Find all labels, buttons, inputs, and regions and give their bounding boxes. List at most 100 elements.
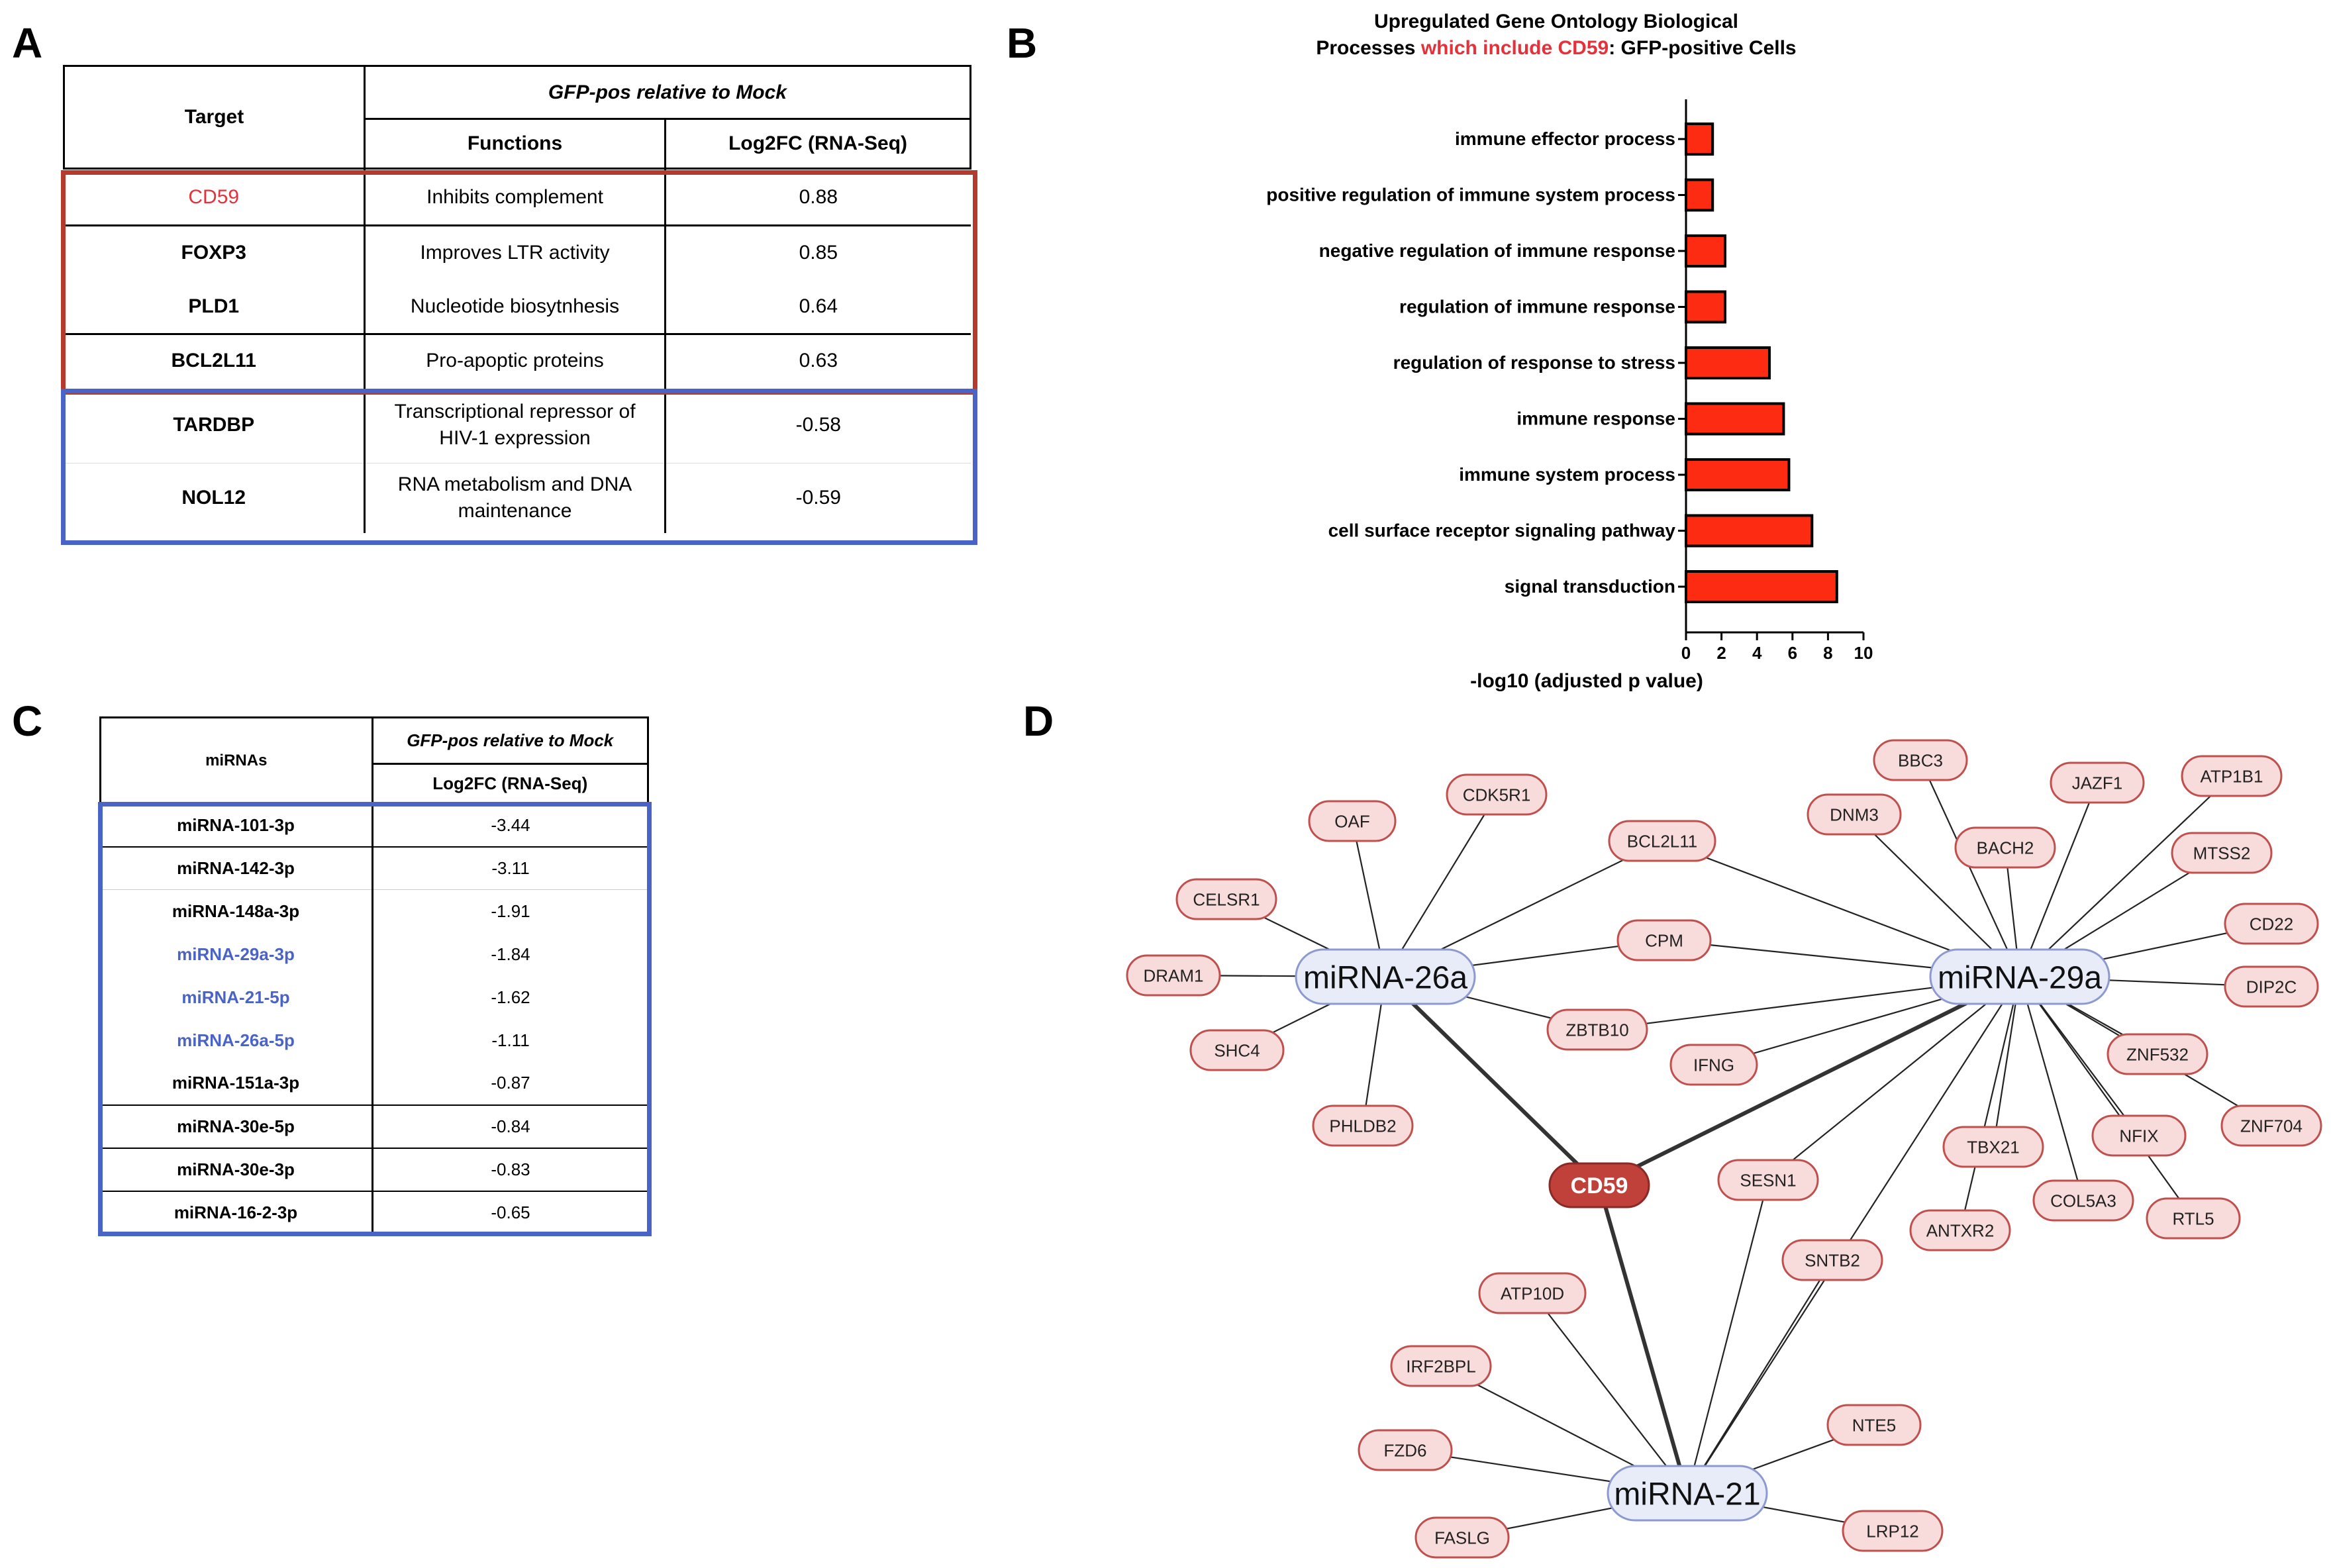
target-node-label: SESN1	[1740, 1170, 1796, 1190]
bar	[1685, 402, 1785, 436]
target-node: CPM	[1616, 919, 1712, 961]
target-node-label: OAF	[1334, 811, 1369, 831]
log2fc-cell: 0.63	[799, 350, 838, 372]
target-node: CDK5R1	[1446, 773, 1548, 816]
table-row: FOXP3 Improves LTR activity 0.85	[64, 225, 971, 280]
header-functions: Functions	[363, 118, 667, 170]
bar	[1685, 234, 1726, 268]
target-node-label: MTSS2	[2193, 843, 2251, 863]
network-edge	[1532, 1293, 1688, 1494]
log2fc-cell: -1.11	[491, 1030, 530, 1050]
downregulated-box	[61, 389, 977, 545]
log2fc-cell: 0.85	[799, 242, 838, 264]
header-group: GFP-pos relative to Mock	[371, 716, 649, 765]
target-node: SNTB2	[1781, 1239, 1883, 1281]
header-log2fc: Log2FC (RNA-Seq)	[664, 118, 971, 170]
target-node-label: DRAM1	[1143, 965, 1203, 985]
bar	[1685, 346, 1771, 379]
function-line: RNA metabolism and DNA	[397, 473, 632, 496]
target-node-label: SNTB2	[1805, 1250, 1860, 1270]
target-node-shape	[2171, 832, 2273, 874]
target-node: FZD6	[1358, 1429, 1453, 1471]
mirna-target-network: OAFCDK5R1CELSR1DRAM1SHC4PHLDB2BCL2L11CPM…	[1126, 739, 2322, 1559]
table-row: miRNA-30e-5p-0.84	[100, 1104, 648, 1148]
title-part: : GFP-positive Cells	[1609, 37, 1796, 59]
target-node: ZNF532	[2107, 1033, 2208, 1075]
target-node: NFIX	[2091, 1114, 2187, 1157]
mirna-name-cell: miRNA-29a-3p	[100, 932, 373, 976]
target-node: DRAM1	[1126, 954, 1221, 997]
target-node-label: CELSR1	[1193, 889, 1260, 909]
target-node-label: IRF2BPL	[1406, 1356, 1476, 1376]
target-node-label: SHC4	[1214, 1040, 1260, 1060]
network-edge	[2019, 976, 2194, 1219]
mirna-box	[98, 802, 652, 1236]
target-node: BBC3	[1873, 739, 1968, 781]
target-node-label: COL5A3	[2050, 1191, 2116, 1210]
network-edge	[1687, 976, 2020, 1494]
target-node-shape	[1608, 820, 1716, 862]
bar	[1685, 458, 1791, 491]
header-mirnas: miRNAs	[99, 716, 373, 805]
table-row: BCL2L11 Pro-apoptic proteins 0.63	[64, 334, 971, 387]
target-node-shape	[2181, 755, 2283, 797]
target-node-shape	[1717, 1159, 1819, 1201]
function-cell: Improves LTR activity	[364, 225, 667, 280]
target-node-shape	[1781, 1239, 1883, 1281]
title-part: Processes	[1316, 37, 1420, 59]
log2fc-cell: -3.11	[491, 858, 530, 878]
target-node-shape	[1175, 878, 1277, 920]
target-node: IRF2BPL	[1390, 1345, 1492, 1387]
category-label: regulation of response to stress	[1393, 352, 1675, 373]
target-cell: NOL12	[64, 463, 366, 533]
header-target: Target	[63, 65, 366, 170]
target-node-label: NFIX	[2119, 1126, 2158, 1146]
table-row: miRNA-101-3p-3.44	[100, 803, 648, 847]
mirna-name-cell: miRNA-30e-5p	[100, 1104, 373, 1148]
target-node-label: DNM3	[1830, 805, 1879, 824]
target-node: ZNF704	[2220, 1104, 2322, 1147]
table-row: PLD1 Nucleotide biosytnhesis 0.64	[64, 279, 971, 334]
bar	[1685, 570, 1838, 603]
function-line: Transcriptional repressor of	[394, 400, 636, 422]
center-node-shape	[1548, 1162, 1650, 1208]
target-node: MTSS2	[2171, 832, 2273, 874]
target-node-label: BCL2L11	[1627, 831, 1698, 851]
panel-label-c: C	[12, 697, 43, 745]
header-log2fc: Log2FC (RNA-Seq)	[371, 763, 649, 805]
target-node-label: BACH2	[1977, 838, 2034, 858]
x-tick-label: 0	[1681, 643, 1691, 663]
panel-label-b: B	[1007, 19, 1038, 67]
table-row: CD59 Inhibits complement 0.88	[64, 168, 971, 226]
target-node-label: ATP1B1	[2201, 766, 2263, 786]
hub-node: miRNA-26a	[1295, 948, 1476, 1005]
network-edge	[1687, 1259, 1833, 1494]
bar	[1685, 290, 1726, 324]
log2fc-cell: 0.88	[799, 185, 838, 208]
table-row: miRNA-21-5p-1.62	[100, 975, 648, 1019]
target-node: IFNG	[1669, 1044, 1758, 1086]
network-nodes: OAFCDK5R1CELSR1DRAM1SHC4PHLDB2BCL2L11CPM…	[1126, 739, 2322, 1559]
target-node: FASLG	[1414, 1516, 1510, 1559]
target-node-shape	[1308, 800, 1397, 842]
log2fc-cell: -1.91	[491, 901, 530, 921]
target-node: TBX21	[1942, 1126, 2044, 1168]
function-cell: Nucleotide biosytnhesis	[364, 279, 667, 334]
target-node: OAF	[1308, 800, 1397, 842]
target-node: ATP10D	[1478, 1272, 1587, 1314]
target-node-shape	[1842, 1510, 1944, 1552]
table-row: miRNA-142-3p-3.11	[100, 846, 648, 890]
target-node-shape	[2146, 1197, 2241, 1240]
target-node-shape	[1446, 773, 1548, 816]
target-node-shape	[1189, 1029, 1285, 1071]
network-edge	[1686, 1179, 1769, 1494]
target-node-shape	[1358, 1429, 1453, 1471]
target-node: DIP2C	[2224, 965, 2319, 1008]
header-group: GFP-pos relative to Mock	[363, 65, 972, 120]
category-label: cell surface receptor signaling pathway	[1328, 520, 1676, 541]
target-node: LRP12	[1842, 1510, 1944, 1552]
network-edge	[1992, 976, 2021, 1148]
table-row: miRNA-29a-3p-1.84	[100, 932, 648, 976]
